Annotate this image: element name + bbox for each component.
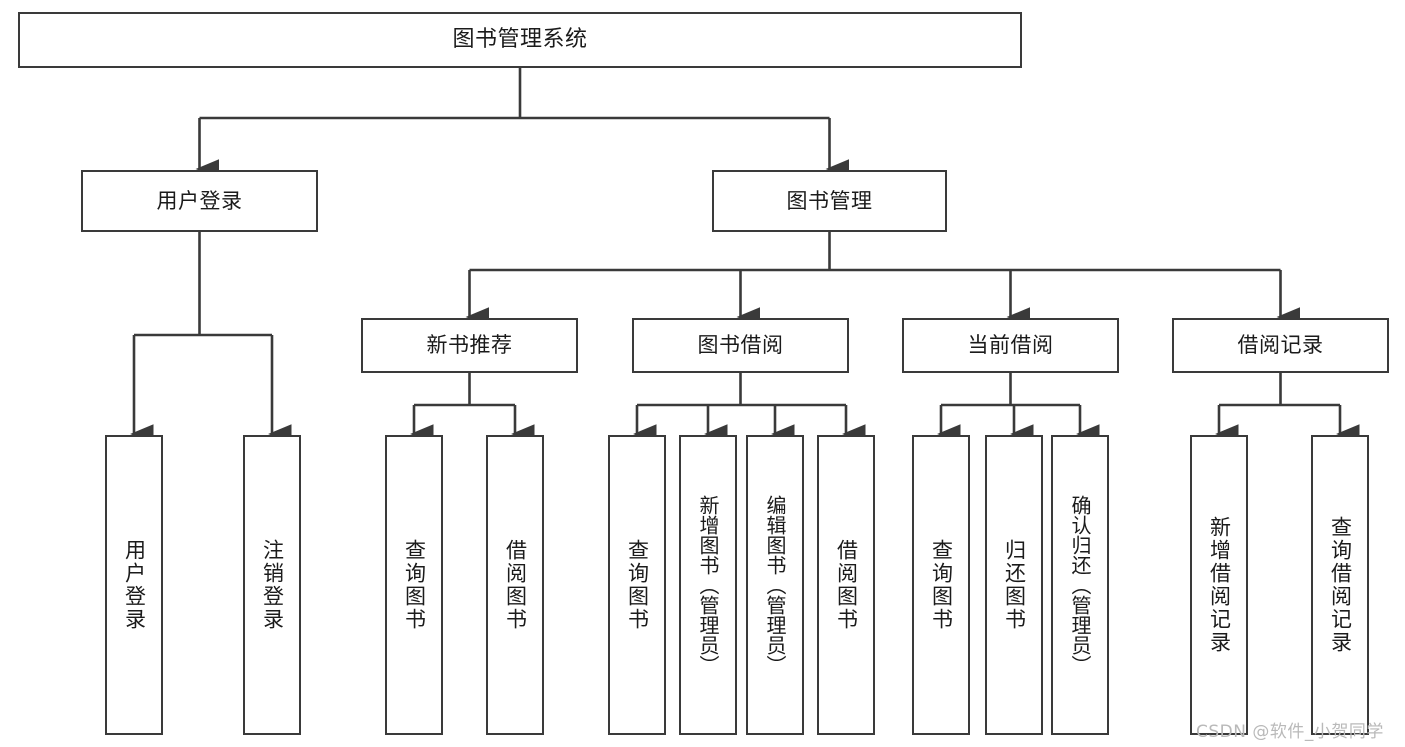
node-borrow-record[interactable]: 借阅记录 (1172, 318, 1389, 373)
node-label: 查询图书 (625, 539, 650, 631)
node-book-borrow[interactable]: 图书借阅 (632, 318, 849, 373)
node-leaf-confirm-return[interactable]: 确认归还（管理员） (1051, 435, 1109, 735)
node-label: 确认归还（管理员） (1068, 495, 1092, 675)
node-book-manage[interactable]: 图书管理 (712, 170, 947, 232)
node-label: 查询图书 (929, 539, 954, 631)
node-leaf-query-book-1[interactable]: 查询图书 (385, 435, 443, 735)
node-label: 新增图书（管理员） (696, 495, 720, 675)
node-label: 归还图书 (1002, 539, 1027, 631)
node-leaf-add-borrow-record[interactable]: 新增借阅记录 (1190, 435, 1248, 735)
node-label: 新书推荐 (426, 333, 513, 358)
node-label: 新增借阅记录 (1207, 516, 1232, 654)
node-leaf-query-borrow-record[interactable]: 查询借阅记录 (1311, 435, 1369, 735)
node-label: 图书管理 (786, 188, 873, 213)
node-leaf-edit-book-admin[interactable]: 编辑图书（管理员） (746, 435, 804, 735)
node-leaf-logout-login[interactable]: 注销登录 (243, 435, 301, 735)
node-leaf-borrow-book-2[interactable]: 借阅图书 (817, 435, 875, 735)
node-label: 用户登录 (156, 188, 243, 213)
node-label: 图书管理系统 (452, 27, 588, 53)
node-root[interactable]: 图书管理系统 (18, 12, 1022, 68)
node-current-borrow[interactable]: 当前借阅 (902, 318, 1119, 373)
node-leaf-query-book-2[interactable]: 查询图书 (608, 435, 666, 735)
node-leaf-query-book-3[interactable]: 查询图书 (912, 435, 970, 735)
node-leaf-borrow-book-1[interactable]: 借阅图书 (486, 435, 544, 735)
node-label: 借阅记录 (1237, 333, 1324, 358)
node-leaf-return-book[interactable]: 归还图书 (985, 435, 1043, 735)
node-user-login[interactable]: 用户登录 (81, 170, 318, 232)
node-label: 借阅图书 (834, 539, 859, 631)
csdn-watermark: CSDN @软件_小贺同学 (1196, 722, 1384, 742)
node-new-book-recommend[interactable]: 新书推荐 (361, 318, 578, 373)
node-label: 注销登录 (260, 539, 285, 631)
node-label: 用户登录 (122, 539, 147, 631)
node-label: 编辑图书（管理员） (763, 495, 787, 675)
node-label: 图书借阅 (697, 333, 784, 358)
node-label: 借阅图书 (503, 539, 528, 631)
node-label: 当前借阅 (967, 333, 1054, 358)
node-label: 查询借阅记录 (1328, 516, 1353, 654)
node-leaf-add-book-admin[interactable]: 新增图书（管理员） (679, 435, 737, 735)
node-leaf-user-login[interactable]: 用户登录 (105, 435, 163, 735)
node-label: 查询图书 (402, 539, 427, 631)
